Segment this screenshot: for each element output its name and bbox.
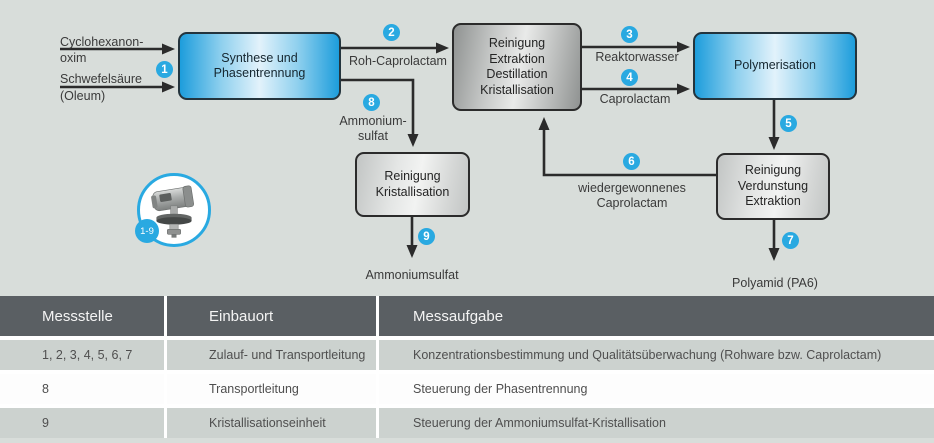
label-polyamid-pa6: Polyamid (PA6)	[732, 276, 818, 290]
label-wiedergewonnenes-caprolactam: wiedergewonnenes Caprolactam	[578, 181, 686, 210]
measuring-point-4: 4	[621, 69, 638, 86]
table-header-row: Messstelle Einbauort Messaufgabe	[0, 296, 934, 336]
arrow-ammoniumsulfat-stream8	[341, 78, 419, 147]
measuring-point-3: 3	[621, 26, 638, 43]
measuring-point-5: 5	[780, 115, 797, 132]
refractometer-bubble	[137, 173, 211, 247]
table-header-messaufgabe: Messaufgabe	[379, 296, 934, 336]
cell-messstelle: 1, 2, 3, 4, 5, 6, 7	[0, 340, 164, 370]
cell-messstelle: 8	[0, 374, 164, 404]
cell-einbauort: Zulauf- und Transportleitung	[167, 340, 376, 370]
label-oxim: oxim	[60, 51, 87, 65]
label-schwefelsaeure: Schwefelsäure	[60, 72, 142, 86]
cell-messstelle: 9	[0, 408, 164, 438]
measuring-point-7: 7	[782, 232, 799, 249]
instrument-range-badge: 1-9	[135, 219, 159, 243]
table-row: 8 Transportleitung Steuerung der Phasent…	[0, 374, 934, 404]
label-cyclohexanon: Cyclohexanon-	[60, 35, 144, 49]
table-row: 1, 2, 3, 4, 5, 6, 7 Zulauf- und Transpor…	[0, 340, 934, 370]
measuring-point-2: 2	[383, 24, 400, 41]
process-box-reinigung-verdunstung: Reinigung Verdunstung Extraktion	[716, 153, 830, 220]
cell-messaufgabe: Steuerung der Phasentrennung	[379, 374, 934, 404]
table-header-messstelle: Messstelle	[0, 296, 164, 336]
measuring-point-8: 8	[363, 94, 380, 111]
flow-arrows	[60, 41, 780, 261]
label-reaktorwasser: Reaktorwasser	[595, 50, 679, 64]
process-box-synthese-phasentrennung: Synthese und Phasentrennung	[178, 32, 341, 100]
cell-messaufgabe: Konzentrationsbestimmung und Qualitätsüb…	[379, 340, 934, 370]
measuring-points-table: Messstelle Einbauort Messaufgabe 1, 2, 3…	[0, 296, 934, 438]
process-box-reinigung-kristallisation: Reinigung Kristallisation	[355, 152, 470, 217]
label-oleum: (Oleum)	[60, 89, 106, 103]
table-row: 9 Kristallisationseinheit Steuerung der …	[0, 408, 934, 438]
cell-messaufgabe: Steuerung der Ammoniumsulfat-Kristallisa…	[379, 408, 934, 438]
label-ammoniumsulfat-out: Ammoniumsulfat	[365, 268, 459, 282]
label-roh-caprolactam: Roh-Caprolactam	[349, 54, 447, 68]
table-header-einbauort: Einbauort	[167, 296, 376, 336]
cell-einbauort: Transportleitung	[167, 374, 376, 404]
measuring-point-9: 9	[418, 228, 435, 245]
process-box-polymerisation: Polymerisation	[693, 32, 857, 100]
arrow-recycle-caprolactam	[538, 117, 716, 177]
label-caprolactam: Caprolactam	[599, 92, 671, 106]
measuring-point-1: 1	[156, 61, 173, 78]
cell-einbauort: Kristallisationseinheit	[167, 408, 376, 438]
refractometer-icon	[151, 185, 195, 238]
process-box-reinigung-extraktion: Reinigung Extraktion Destillation Krista…	[452, 23, 582, 111]
label-ammoniumsulfat-stream8: Ammonium- sulfat	[339, 114, 407, 143]
measuring-point-6: 6	[623, 153, 640, 170]
